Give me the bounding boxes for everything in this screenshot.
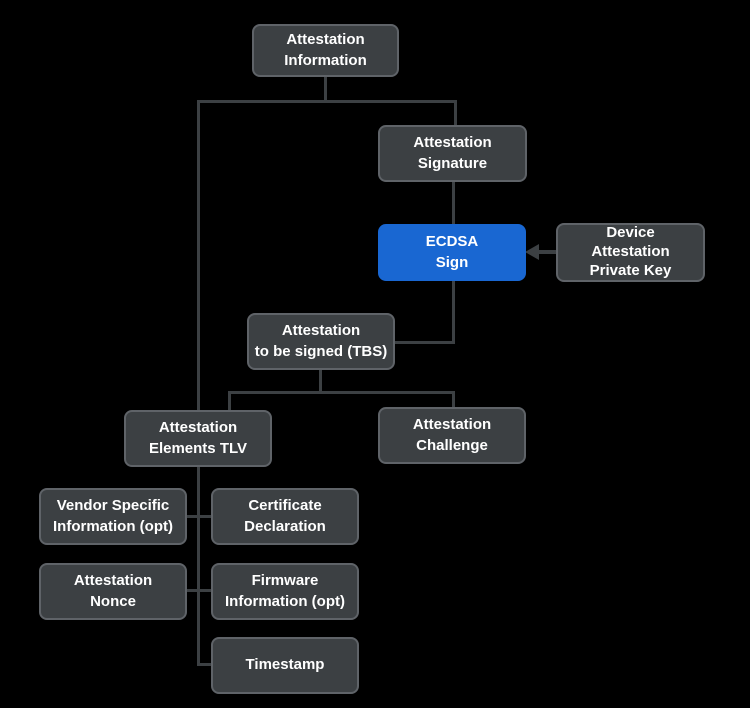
connector-ecdsa-down (452, 279, 455, 344)
node-attestation-signature: Attestation Signature (378, 125, 527, 182)
connector-split-to-tlv (228, 391, 231, 412)
connector-left-trunk (197, 100, 200, 666)
connector-stub-nonce-firmware (185, 589, 213, 592)
connector-signature-to-ecdsa (452, 180, 455, 226)
arrowhead-left-icon (525, 244, 539, 260)
connector-to-signature (454, 100, 457, 127)
connector-split-to-challenge (452, 391, 455, 409)
node-ecdsa-sign: ECDSA Sign (378, 224, 526, 281)
connector-stub-vendor-cert (185, 515, 213, 518)
node-attestation-nonce: Attestation Nonce (39, 563, 187, 620)
connector-top-horizontal (197, 100, 457, 103)
connector-tbs-drop (319, 368, 322, 393)
node-firmware-information: Firmware Information (opt) (211, 563, 359, 620)
node-device-attestation-private-key: Device Attestation Private Key (556, 223, 705, 282)
node-attestation-to-be-signed-tbs: Attestation to be signed (TBS) (247, 313, 395, 370)
connector-stub-timestamp (197, 663, 213, 666)
node-attestation-information: Attestation Information (252, 24, 399, 77)
node-attestation-challenge: Attestation Challenge (378, 407, 526, 464)
connector-tbs-split-horizontal (228, 391, 455, 394)
connector-ecdsa-to-tbs (394, 341, 455, 344)
node-attestation-elements-tlv: Attestation Elements TLV (124, 410, 272, 467)
node-vendor-specific-information: Vendor Specific Information (opt) (39, 488, 187, 545)
connector-info-drop (324, 76, 327, 103)
node-certificate-declaration: Certificate Declaration (211, 488, 359, 545)
node-timestamp: Timestamp (211, 637, 359, 694)
connector-key-to-ecdsa (538, 250, 558, 254)
